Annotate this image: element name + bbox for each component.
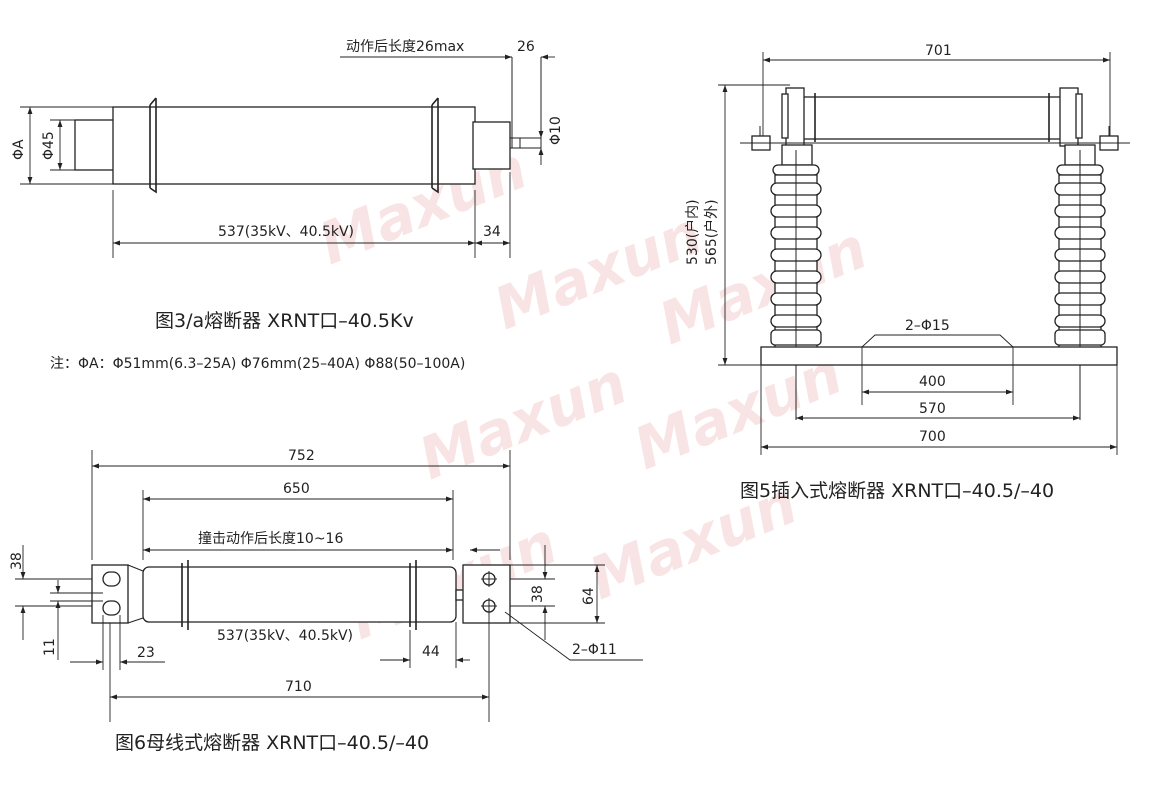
dim-strike-length: 撞击动作后长度10~16 bbox=[198, 531, 343, 547]
dim-holes-15: 2–Φ15 bbox=[905, 318, 950, 334]
figure-5-caption: 图5插入式熔断器 XRNT口–40.5/–40 bbox=[740, 480, 1054, 502]
dim-holes-11: 2–Φ11 bbox=[572, 642, 617, 658]
fuse-body bbox=[112, 106, 476, 185]
figure-3-note: 注：ΦA：Φ51mm(6.3–25A) Φ76mm(25–40A) Φ88(50… bbox=[50, 356, 465, 372]
dim-565-outdoor: 565(户外) bbox=[703, 199, 720, 265]
dim-752: 752 bbox=[288, 448, 315, 464]
fuse-tube bbox=[802, 96, 1062, 140]
dim-34: 34 bbox=[483, 224, 501, 240]
dim-701: 701 bbox=[925, 43, 952, 59]
dim-700: 700 bbox=[919, 429, 946, 445]
dim-537-busbar: 537(35kV、40.5kV) bbox=[217, 628, 353, 644]
dim-phi10: Φ10 bbox=[548, 116, 564, 145]
dim-570: 570 bbox=[919, 401, 946, 417]
dim-38-right: 38 bbox=[530, 585, 546, 603]
dim-23: 23 bbox=[137, 645, 155, 661]
dim-400: 400 bbox=[919, 374, 946, 390]
fuse-end-cap-left bbox=[74, 119, 116, 171]
fuse-end-cap-right bbox=[472, 121, 511, 170]
figure-6-busbar-fuse: 752 650 撞击动作后长度10~16 38 bbox=[9, 448, 643, 754]
fuse-flange-left bbox=[149, 97, 157, 194]
figure-3-fuse: 动作后长度26max 26 Φ10 ΦA Φ45 537(35kV、40.5kV… bbox=[11, 39, 564, 372]
fuse-body bbox=[142, 566, 457, 623]
base-plate bbox=[760, 346, 1118, 366]
dim-537: 537(35kV、40.5kV) bbox=[218, 224, 354, 240]
dim-38-left: 38 bbox=[9, 552, 25, 570]
figure-3-caption: 图3/a熔断器 XRNT口–40.5Kv bbox=[155, 310, 414, 332]
figure-6-caption: 图6母线式熔断器 XRNT口–40.5/–40 bbox=[115, 732, 429, 754]
dim-26: 26 bbox=[517, 39, 535, 55]
dim-phiA: ΦA bbox=[11, 139, 27, 160]
dim-710: 710 bbox=[285, 679, 312, 695]
dim-11: 11 bbox=[42, 638, 58, 656]
fuse-flange-right bbox=[431, 97, 439, 194]
dim-650: 650 bbox=[283, 481, 310, 497]
dim-phi45: Φ45 bbox=[41, 131, 57, 160]
dim-64: 64 bbox=[581, 587, 597, 605]
dim-44: 44 bbox=[422, 644, 440, 660]
dim-action-length: 动作后长度26max bbox=[346, 39, 464, 55]
striker-pin bbox=[510, 137, 521, 149]
figure-5-plug-in-fuse: 701 bbox=[684, 43, 1130, 502]
mounting-slot bbox=[102, 571, 121, 587]
mounting-slot bbox=[102, 600, 121, 616]
dim-530-indoor: 530(户内) bbox=[684, 199, 701, 265]
